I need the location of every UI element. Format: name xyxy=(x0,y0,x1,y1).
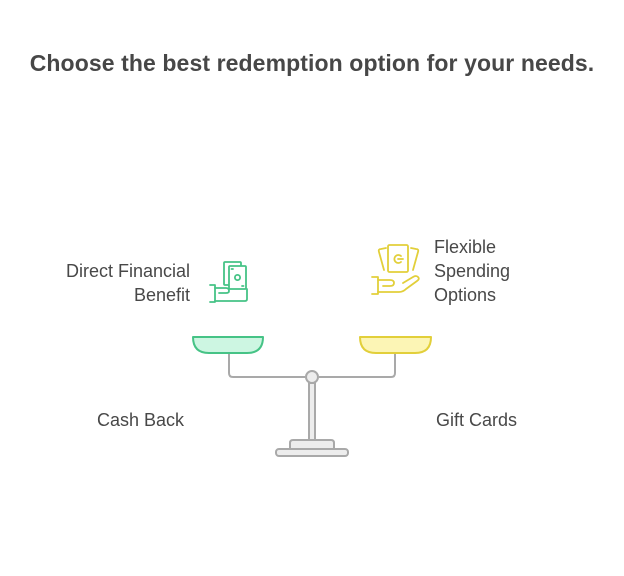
benefit-line: Benefit xyxy=(133,285,190,305)
gift-cards-in-hand-icon xyxy=(371,244,420,295)
cash-back-label: Cash Back xyxy=(97,410,185,430)
scale-post xyxy=(308,382,316,441)
gift-cards-pan xyxy=(359,336,432,354)
gift-cards-label: Gift Cards xyxy=(436,410,518,430)
cash-back-benefit-label: Direct Financial Benefit xyxy=(66,259,190,307)
gift-cards-benefit-label: Flexible Spending Options xyxy=(434,235,510,307)
benefit-line: Spending xyxy=(434,261,511,281)
money-in-hand-icon xyxy=(209,261,248,303)
benefit-line: Flexible xyxy=(434,237,497,257)
cash-back-pan xyxy=(192,336,264,354)
diagram-title: Choose the best redemption option for yo… xyxy=(29,50,595,76)
scale-base xyxy=(275,439,349,457)
benefit-line: Direct Financial xyxy=(65,261,190,281)
scale-pivot xyxy=(305,370,319,384)
scale-beam xyxy=(228,354,396,378)
benefit-line: Options xyxy=(434,285,497,305)
